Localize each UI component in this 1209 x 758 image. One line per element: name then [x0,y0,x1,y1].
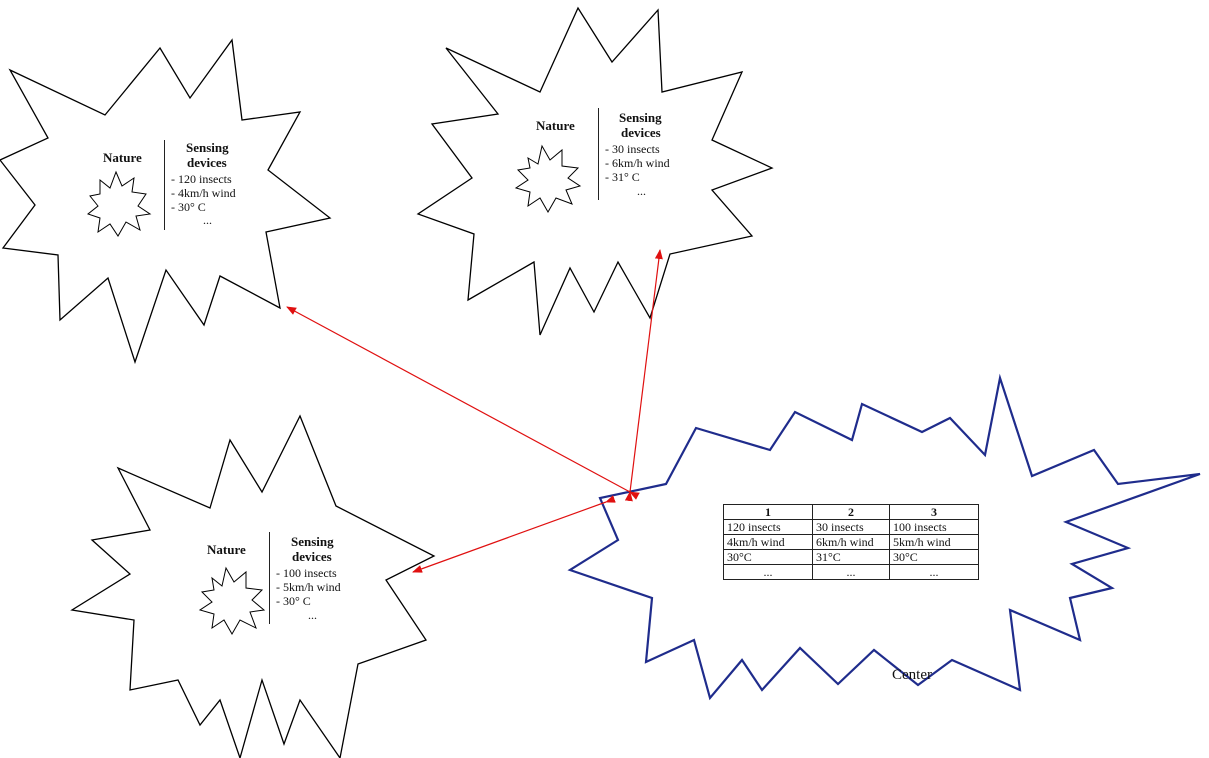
table-row: ... ... ... [723,564,979,580]
table-cell: 100 insects [889,519,979,535]
node-2-sensing-title-2: devices [621,125,661,140]
node-3-item: - 100 insects [276,566,337,580]
table-cell: 120 insects [723,519,813,535]
table-cell: ... [889,564,979,580]
node-2-divider [598,108,599,200]
node-3-divider [269,532,270,624]
center-table: 1 2 3 120 insects 30 insects 100 insects… [723,504,979,580]
center-burst [567,373,1201,701]
table-cell: 30°C [889,549,979,565]
table-cell: ... [723,564,813,580]
node-2-burst [416,6,774,336]
table-row: 4km/h wind 6km/h wind 5km/h wind [723,534,979,550]
node-1-item: - 4km/h wind [171,186,236,200]
node-2-sensing-title-1: Sensing [619,110,662,125]
node-2-nature-burst [514,144,582,214]
node-2-item: - 6km/h wind [605,156,670,170]
table-cell: 30 insects [812,519,890,535]
link-center-node-1 [286,306,640,500]
node-2-item: ... [637,184,646,198]
node-1-burst [0,38,332,365]
node-1-divider [164,140,165,230]
link-center-node-2 [624,249,663,502]
node-3-sensing-title-1: Sensing [291,534,334,549]
node-2-nature-label: Nature [536,118,575,133]
node-1-nature-burst [86,170,152,237]
table-header-cell: 1 [723,504,813,520]
node-2-item: - 31° C [605,170,640,184]
table-header-cell: 2 [812,504,890,520]
node-1-nature-label: Nature [103,150,142,165]
node-3-item: - 5km/h wind [276,580,341,594]
node-2-item: - 30 insects [605,142,660,156]
node-1-sensing-title-1: Sensing [186,140,229,155]
link-center-node-3 [412,495,616,573]
node-3-item: ... [308,608,317,622]
node-1-item: - 30° C [171,200,206,214]
table-row: 120 insects 30 insects 100 insects [723,519,979,535]
node-3-burst [70,414,436,758]
node-3-item: - 30° C [276,594,311,608]
table-row: 30°C 31°C 30°C [723,549,979,565]
center-label: Center [892,667,932,683]
node-1-sensing-title-2: devices [187,155,227,170]
node-3-nature-label: Nature [207,542,246,557]
node-1-item: ... [203,213,212,227]
node-3-sensing-title-2: devices [292,549,332,564]
table-header-cell: 3 [889,504,979,520]
table-cell: 4km/h wind [723,534,813,550]
table-cell: 31°C [812,549,890,565]
table-cell: ... [812,564,890,580]
node-1-item: - 120 insects [171,172,232,186]
table-cell: 5km/h wind [889,534,979,550]
table-cell: 30°C [723,549,813,565]
table-header-row: 1 2 3 [723,504,979,520]
table-cell: 6km/h wind [812,534,890,550]
node-3-nature-burst [198,566,266,636]
